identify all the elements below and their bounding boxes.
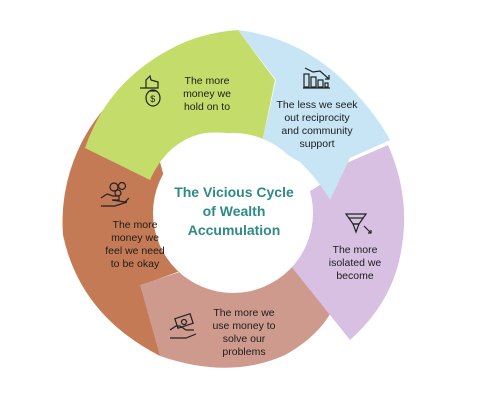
svg-text:$: $ [150,94,155,104]
step-5-line-2: money we [111,232,159,244]
step-4-line-4: problems [222,346,265,358]
step-4-line-3: solve our [223,333,266,345]
step-4-line-1: The more we [213,307,274,319]
declining-chart-icon [303,67,330,89]
center-title-line-1: The Vicious Cycle [174,184,294,200]
segment-isolated [290,145,405,340]
step-3-line-2: isolated we [329,257,382,269]
center-title-line-3: Accumulation [188,222,281,238]
step-1-line-2: money we [183,88,231,100]
step-2-line-3: and community [281,125,353,137]
step-1-line-1: The more [185,75,230,87]
step-5-line-3: feel we need [105,245,165,257]
step-2-line-2: out reciprocity [284,112,350,124]
step-3-line-1: The more [333,244,378,256]
segment-hold-money [85,30,275,180]
hand-money-bag-icon: $ [140,74,161,107]
step-3-line-3: become [336,270,374,282]
center-title: The Vicious Cycle of Wealth Accumulation [174,184,294,238]
segment-less-reciprocity [238,30,390,200]
center-circle [153,133,313,293]
step-2-line-4: support [299,138,334,150]
step-5-line-4: to be okay [111,258,160,270]
funnel-icon [344,213,372,234]
segment-solve-problems [140,258,340,368]
step-1-line-3: hold on to [184,101,230,113]
step-2-line-1: The less we seek [276,99,358,111]
hand-coins-icon [100,181,130,207]
hand-banknote-icon [169,313,197,339]
center-title-line-2: of Wealth [203,203,266,219]
step-4-line-2: use money to [212,320,275,332]
step-5-line-1: The more [113,219,158,231]
